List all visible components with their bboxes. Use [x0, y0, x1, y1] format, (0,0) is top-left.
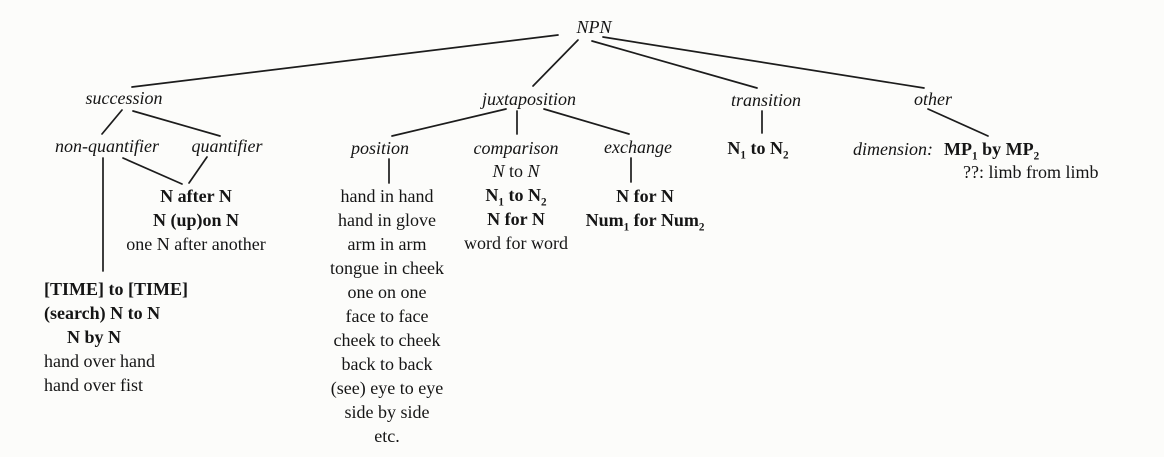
edge-juxtaposition-exchange — [543, 108, 630, 135]
pattern-item: Num1 for Num2 — [585, 210, 705, 234]
node-exchange: exchange — [604, 137, 672, 157]
edge-npn-juxtaposition — [532, 39, 579, 87]
node-transition: transition — [730, 90, 802, 110]
pattern-item: arm in arm — [347, 234, 427, 254]
pattern-item: one on one — [347, 282, 427, 302]
edge-nonquantifier-shared — [122, 157, 183, 185]
other-unknown-row: ??: limb from limb — [963, 162, 1099, 182]
edge-npn-succession — [131, 34, 559, 88]
succession-shared-patterns: N after N N (up)on N one N after another — [126, 184, 265, 256]
pattern-item: (search) N to N — [44, 303, 161, 323]
non-quantifier-patterns: [TIME] to [TIME] (search) N to N N by N han… — [44, 277, 188, 397]
pattern-item: N to N — [492, 161, 540, 181]
pattern-item: side by side — [344, 402, 430, 422]
transition-patterns: N1 to N2 — [727, 136, 789, 162]
exchange-patterns: N for N Num1 for Num2 — [585, 184, 705, 234]
node-position: position — [350, 138, 410, 158]
pattern-item: back to back — [341, 354, 433, 374]
edge-quantifier-shared — [188, 156, 208, 184]
pattern-item: (see) eye to eye — [330, 378, 444, 398]
pattern-item: cheek to cheek — [333, 330, 441, 350]
pattern-item: hand over fist — [44, 375, 143, 395]
pattern-item: N1 to N2 — [727, 138, 789, 162]
pattern-item: N1 to N2 — [485, 185, 547, 209]
position-patterns: hand in hand hand in glove arm in arm tongu… — [330, 184, 444, 448]
node-comparison: comparison — [473, 138, 559, 158]
edge-npn-other — [602, 36, 925, 89]
pattern-item: tongue in cheek — [330, 258, 444, 278]
pattern-item: N for N — [487, 209, 545, 229]
dimension-pattern: MP1 by MP2 — [944, 139, 1040, 163]
node-juxtaposition: juxtaposition — [482, 89, 576, 109]
pattern-item: hand in hand — [340, 186, 434, 206]
node-other: other — [914, 89, 952, 109]
pattern-item: word for word — [464, 233, 568, 253]
node-non-quantifier: non-quantifier — [55, 136, 159, 156]
node-quantifier: quantifier — [191, 136, 263, 156]
edge-succession-quantifier — [132, 110, 221, 137]
pattern-item: face to face — [345, 306, 429, 326]
edge-juxtaposition-position — [391, 108, 507, 137]
pattern-item: N after N — [160, 186, 232, 206]
edge-other-dimension — [927, 108, 989, 137]
pattern-item: hand in glove — [338, 210, 436, 230]
pattern-item: etc. — [374, 426, 400, 446]
pattern-item: [TIME] to [TIME] — [44, 279, 188, 299]
other-dimension-row: dimension: MP1 by MP2 — [853, 137, 1040, 163]
edge-succession-nonquantifier — [101, 109, 123, 135]
node-succession: succession — [85, 88, 163, 108]
node-npn: NPN — [576, 17, 612, 37]
pattern-item: N for N — [616, 186, 674, 206]
dimension-label: dimension: — [853, 139, 933, 159]
edge-npn-transition — [591, 40, 758, 89]
pattern-item: hand over hand — [44, 351, 155, 371]
pattern-item: one N after another — [126, 234, 266, 254]
pattern-item: N (up)on N — [152, 210, 240, 230]
pattern-item: N by N — [67, 327, 122, 347]
